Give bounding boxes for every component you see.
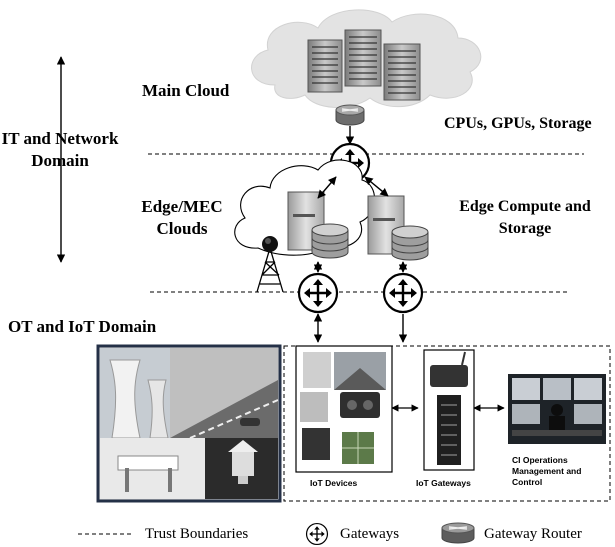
database-server-icon [287,191,349,259]
database-server-icon [367,195,429,261]
gateway-icon [297,272,339,314]
it-network-domain-label: IT and Network Domain [1,129,119,170]
main-cloud-label: Main Cloud [142,81,230,100]
ot-infrastructure-collage [96,344,282,503]
iot-gateways-label: IoT Gateways [416,478,471,488]
server-icon [307,29,421,101]
gateway-router-icon [335,104,365,126]
edge-mec-clouds-label: Edge/MEC Clouds [141,197,223,238]
ot-boundary [283,345,611,502]
legend-gateway-icon [305,522,329,546]
legend-trust-boundaries: Trust Boundaries [145,526,249,542]
legend-router-icon [441,522,475,544]
iot-devices-label: IoT Devices [310,478,358,488]
iot-devices-panel [295,345,393,473]
edge-compute-label: Edge Compute and Storage [459,198,591,237]
ot-iot-domain-label: OT and IoT Domain [8,317,157,336]
cell-tower-icon [256,236,284,293]
legend-gateways: Gateways [340,526,400,542]
ci-operations-label: CI Operations Management and Control [512,455,582,487]
ci-operations-image [508,374,606,444]
gateway-icon [382,272,424,314]
legend-gateway-router: Gateway Router [484,526,582,542]
iot-gateways-panel [423,349,475,471]
cloud-resources-label: CPUs, GPUs, Storage [444,115,592,132]
